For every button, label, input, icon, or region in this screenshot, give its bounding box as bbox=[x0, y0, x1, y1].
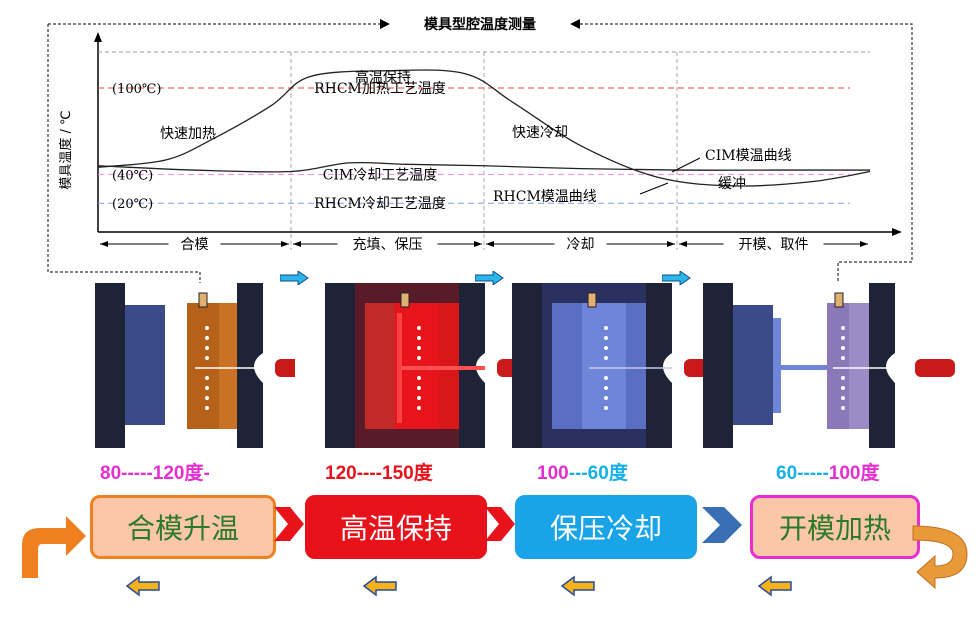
reference-value-label: (40℃) bbox=[112, 168, 153, 183]
reference-name-label: RHCM冷却工艺温度 bbox=[314, 196, 446, 212]
y-axis-arrow bbox=[94, 32, 102, 42]
range-stage-3-start: 100 bbox=[537, 463, 569, 484]
x-axis-arrow bbox=[892, 228, 902, 236]
mold-stage-2 bbox=[325, 283, 525, 448]
annotation-high-temp-hold: 高温保持 bbox=[355, 69, 411, 86]
reference-value-label: (100℃) bbox=[112, 82, 162, 97]
back-arrow-2 bbox=[362, 575, 397, 597]
mold-cavity-half bbox=[187, 303, 219, 429]
stage-box-2: 高温保持 bbox=[305, 495, 487, 559]
reference-value-label: (20℃) bbox=[112, 197, 153, 212]
mold-stage-1 bbox=[95, 283, 295, 448]
y-axis-label: 模具温度 / ℃ bbox=[58, 110, 74, 189]
label-rhcm-curve: RHCM模温曲线 bbox=[493, 189, 597, 205]
stage-box-3: 保压冷却 bbox=[515, 495, 697, 559]
stage-arrow-3 bbox=[662, 271, 691, 285]
back-arrow-4 bbox=[757, 575, 792, 597]
annotation-rapid-heat: 快速加热 bbox=[160, 126, 216, 142]
range-stage-4-start: 60----- bbox=[776, 463, 829, 484]
title-arrow-right bbox=[380, 19, 390, 29]
cim-callout-arrow bbox=[671, 157, 701, 173]
phase-arrowhead bbox=[100, 241, 108, 247]
phase-arrowhead bbox=[486, 241, 494, 247]
nozzle bbox=[275, 359, 295, 377]
stage-box-4: 开模加热 bbox=[750, 495, 920, 559]
range-stage-1-text: 80-----120度- bbox=[100, 463, 210, 484]
range-stage-3-end: ---60度 bbox=[568, 463, 628, 484]
stage-label-3: 保压冷却 bbox=[549, 512, 662, 545]
mold-stage-4 bbox=[703, 283, 955, 448]
annotation-rapid-cool: 快速冷却 bbox=[512, 125, 568, 141]
back-arrow-1 bbox=[125, 575, 160, 597]
stage-label-4: 开模加热 bbox=[778, 512, 891, 545]
stage-label-2: 高温保持 bbox=[339, 512, 452, 545]
chevron-icon-1 bbox=[274, 507, 304, 541]
mold-temperature-chart: 模具型腔温度测量 模具温度 / ℃ (100℃) RHCM加热工艺温度 (40℃) C… bbox=[47, 16, 913, 283]
range-stage-3: 100---60度 bbox=[537, 458, 628, 485]
range-stage-4-end: 100度 bbox=[828, 463, 880, 484]
back-arrow-3 bbox=[560, 575, 595, 597]
phase-arrowhead bbox=[293, 241, 301, 247]
rhcm-callout-arrow bbox=[639, 182, 669, 195]
phase-arrowhead bbox=[679, 241, 687, 247]
loop-arrow bbox=[912, 525, 968, 590]
chevron-icon-3 bbox=[702, 507, 742, 543]
annotation-buffer: 缓冲 bbox=[718, 176, 746, 192]
reference-name-label: CIM冷却工艺温度 bbox=[323, 167, 438, 183]
phase-arrowhead bbox=[281, 241, 289, 247]
chart-title: 模具型腔温度测量 bbox=[424, 16, 536, 33]
phase-arrowhead bbox=[667, 241, 675, 247]
mold-stage-3 bbox=[512, 283, 712, 448]
fixed-plate bbox=[95, 283, 125, 448]
title-arrow-left bbox=[570, 19, 580, 29]
moving-block bbox=[125, 305, 165, 425]
phase-label: 冷却 bbox=[567, 237, 595, 253]
series-line bbox=[97, 161, 870, 173]
stage-box-1: 合模升温 bbox=[90, 495, 276, 559]
entry-arrow bbox=[22, 516, 86, 578]
series-line bbox=[97, 69, 871, 187]
phase-label: 合模 bbox=[181, 237, 209, 253]
phase-arrowhead bbox=[474, 241, 482, 247]
sensor bbox=[198, 292, 208, 308]
chevron-icon-2 bbox=[485, 507, 515, 541]
range-stage-4: 60-----100度 bbox=[776, 458, 879, 485]
phase-label: 充填、保压 bbox=[353, 237, 423, 253]
phase-label: 开模、取件 bbox=[739, 237, 809, 253]
cooling-holes bbox=[205, 326, 209, 410]
range-stage-1: 80-----120度- bbox=[100, 458, 210, 485]
stage-arrow-2 bbox=[475, 271, 504, 285]
measurement-bracket bbox=[47, 23, 913, 283]
reference-name-label: RHCM加热工艺温度 bbox=[314, 81, 446, 97]
range-stage-2: 120----150度 bbox=[325, 458, 433, 485]
range-stage-2-text: 120----150度 bbox=[325, 463, 433, 484]
stage-arrow-1 bbox=[280, 271, 309, 285]
label-cim-curve: CIM模温曲线 bbox=[705, 148, 792, 164]
stage-label-1: 合模升温 bbox=[126, 512, 239, 545]
phase-arrowhead bbox=[860, 241, 868, 247]
mold-core-half bbox=[219, 303, 237, 429]
